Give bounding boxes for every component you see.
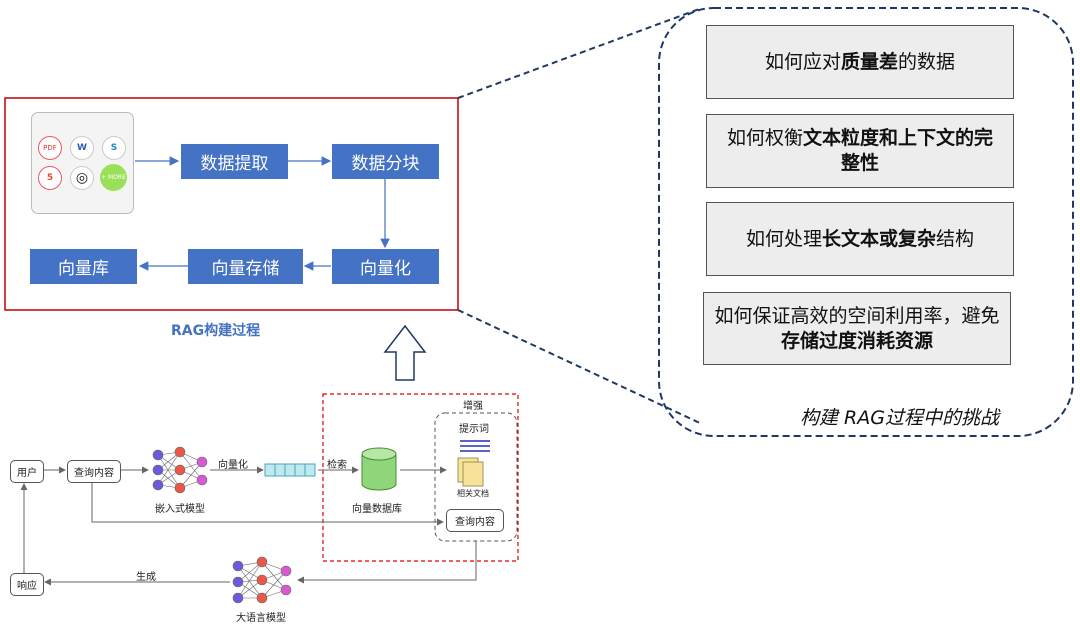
related-docs-label: 相关文档: [457, 489, 489, 498]
challenge-3: 如何处理长文本或复杂结构: [706, 202, 1014, 276]
step-data-extract: 数据提取: [181, 144, 288, 179]
word-icon: W: [70, 136, 94, 160]
challenge-4: 如何保证高效的空间利用率，避免存储过度消耗资源: [703, 292, 1011, 365]
query-node: 查询内容: [67, 460, 121, 483]
related-docs-icon: [457, 457, 484, 487]
pdf-icon: PDF: [38, 136, 62, 160]
challenges-frame: [658, 7, 1074, 437]
augment-frame: [322, 393, 519, 562]
data-sources-panel: [31, 112, 134, 214]
html5-icon: 5: [38, 166, 62, 190]
cloud-icon: S: [102, 136, 126, 160]
llm-network-icon: [232, 556, 292, 604]
rag-build-frame: [4, 97, 459, 311]
embed-model-network-icon: [152, 446, 208, 494]
retrieve-label: 检索: [327, 460, 347, 471]
challenge-1: 如何应对质量差的数据: [706, 25, 1014, 99]
query2-node: 查询内容: [446, 509, 504, 532]
llm-label: 大语言模型: [236, 613, 286, 624]
challenges-caption: 构建 RAG过程中的挑战: [800, 407, 999, 429]
prompt-lines-icon: [460, 440, 490, 452]
augment-label: 增强: [463, 401, 483, 412]
vector-db-cylinder-icon: [361, 447, 397, 491]
embed-model-label: 嵌入式模型: [155, 504, 205, 515]
challenge-2: 如何权衡文本粒度和上下文的完整性: [706, 114, 1014, 188]
step-vector-store: 向量存储: [188, 249, 303, 284]
more-sources-icon: + MORE: [100, 164, 127, 191]
vectorize-label: 向量化: [218, 460, 248, 471]
step-data-chunk: 数据分块: [332, 144, 439, 179]
prompt-label: 提示词: [459, 424, 489, 435]
up-arrow: [383, 324, 427, 381]
openai-icon: ◎: [70, 166, 94, 190]
zoom-line-top: [457, 7, 703, 99]
vector-db-label: 向量数据库: [352, 504, 402, 515]
step-vectorize: 向量化: [332, 249, 439, 284]
zoom-line-bottom: [457, 309, 703, 425]
rag-build-title: RAG构建过程: [171, 323, 261, 339]
response-node: 响应: [10, 573, 44, 596]
vector-strip-icon: [264, 463, 316, 477]
step-vector-db: 向量库: [30, 249, 137, 284]
generate-label: 生成: [136, 572, 156, 583]
user-node: 用户: [10, 460, 44, 483]
